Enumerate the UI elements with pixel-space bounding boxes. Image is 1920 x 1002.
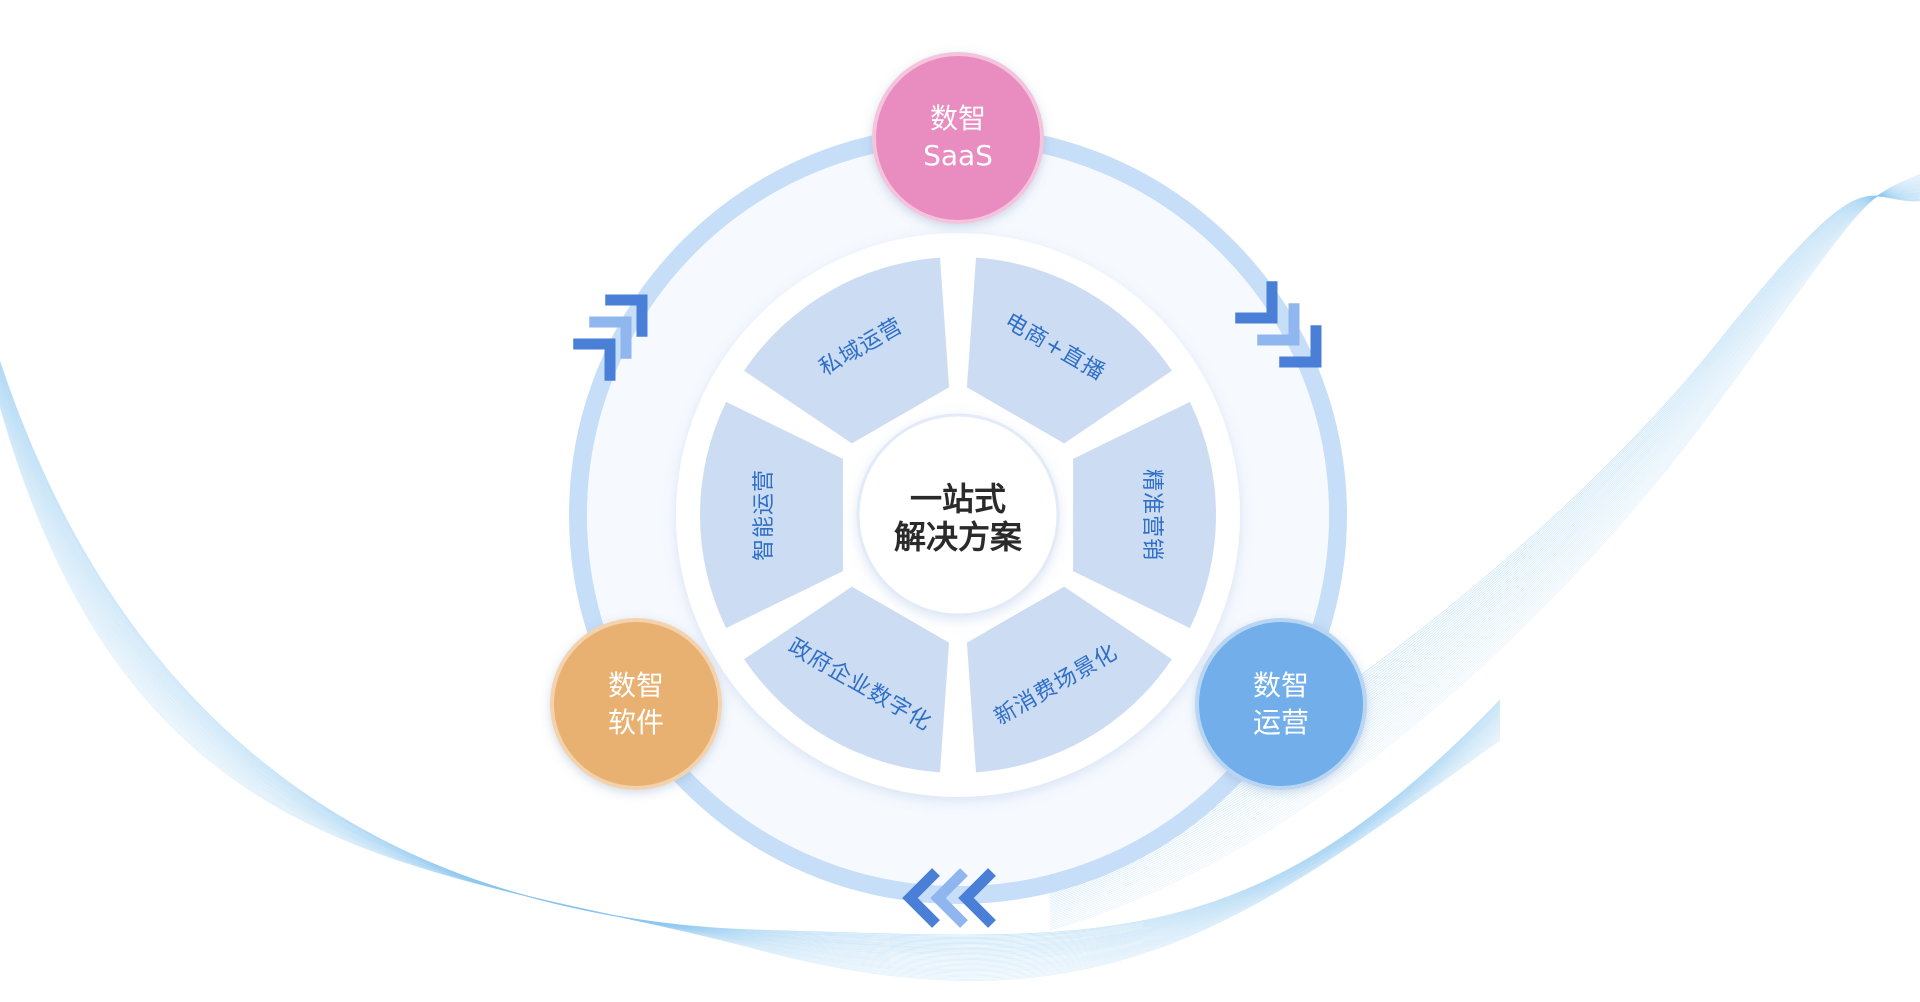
node-yunying-circle — [1195, 618, 1367, 790]
wave-line — [0, 369, 1501, 946]
wave-line — [0, 399, 1501, 975]
segment-ring: 私域运营电商+直播精准营销新消费场景化政府企业数字化智能运营 — [700, 257, 1216, 773]
wave-line — [0, 368, 1501, 944]
wave-line — [1049, 174, 1920, 929]
center-title-line1: 一站式 — [910, 480, 1006, 518]
node-saas[interactable]: 数智 SaaS — [872, 52, 1044, 224]
node-ruanjian-circle — [550, 618, 722, 790]
segment-6[interactable] — [700, 401, 843, 629]
wave-line — [0, 385, 1501, 962]
arrow-chevron-icon — [930, 868, 968, 928]
wave-line — [1049, 187, 1920, 900]
cycle-arrows — [573, 281, 1322, 928]
segment-5[interactable] — [744, 586, 950, 773]
arrow-chevron-icon — [902, 868, 940, 928]
segment-label-6: 智能运营 — [752, 469, 777, 561]
wave-line — [0, 400, 1501, 977]
wave-line — [0, 384, 1501, 960]
arrow-chevron-icon — [605, 294, 648, 337]
wave-line — [1049, 176, 1920, 926]
wave-line — [0, 360, 1501, 936]
wave-line — [0, 377, 1501, 953]
wave-line — [1049, 179, 1920, 918]
wave-line — [0, 387, 1501, 963]
wave-line — [0, 363, 1501, 940]
wave-line — [0, 365, 1501, 941]
wave-line — [0, 378, 1501, 954]
wave-line — [0, 371, 1501, 947]
wave-line — [0, 374, 1501, 951]
node-saas-line2: SaaS — [923, 139, 993, 172]
segment-2[interactable] — [966, 257, 1172, 444]
wave-line — [0, 382, 1501, 958]
wave-line — [1049, 183, 1920, 908]
wave-line — [0, 376, 1501, 952]
arrow-chevron-icon — [589, 316, 632, 359]
wave-line — [0, 373, 1501, 949]
arrow-chevron-icon — [1279, 325, 1322, 368]
wave-line — [0, 379, 1501, 956]
wave-line — [0, 367, 1501, 943]
segment-1[interactable] — [744, 257, 950, 444]
wave-line — [1049, 173, 1920, 931]
wave-line — [0, 391, 1501, 968]
background-waves — [0, 173, 1920, 981]
center-title-line2: 解决方案 — [894, 518, 1023, 556]
node-ruanjian-line2: 软件 — [608, 706, 664, 739]
wave-line — [1049, 189, 1920, 895]
wave-line — [0, 395, 1501, 972]
wave-line — [1049, 178, 1920, 921]
arrow-chevron-icon — [1235, 281, 1278, 324]
center-circle — [856, 413, 1060, 617]
wave-line — [1049, 177, 1920, 923]
wave-line — [1049, 175, 1920, 928]
node-ruanjian[interactable]: 数智 软件 — [550, 618, 722, 790]
wave-line — [1049, 189, 1920, 897]
node-yunying-line1: 数智 — [1253, 669, 1309, 702]
wave-line — [0, 362, 1501, 938]
arrow-chevron-icon — [958, 868, 996, 928]
wave-line — [1049, 188, 1920, 898]
wave-line — [1049, 180, 1920, 916]
arrow-chevron-icon — [1257, 303, 1300, 346]
wave-line — [1049, 182, 1920, 911]
segment-label-3: 精准营销 — [1139, 469, 1164, 561]
wave-line — [0, 401, 1501, 978]
wave-line — [0, 383, 1501, 959]
wave-line — [0, 361, 1501, 937]
wave-line — [1049, 184, 1920, 907]
wave-line — [1049, 185, 1920, 905]
wave-line — [1049, 181, 1920, 913]
wave-line — [1049, 190, 1920, 894]
node-yunying[interactable]: 数智 运营 — [1195, 618, 1367, 790]
wave-line — [1049, 186, 1920, 903]
segment-4[interactable] — [966, 586, 1172, 773]
wave-line — [0, 380, 1501, 957]
arrow-chevron-icon — [573, 338, 616, 381]
wave-line — [1049, 183, 1920, 910]
wave-line — [0, 393, 1501, 969]
wave-line — [0, 388, 1501, 964]
wave-line — [0, 394, 1501, 970]
wave-line — [0, 398, 1501, 974]
node-saas-line1: 数智 — [930, 102, 986, 135]
node-saas-circle — [872, 52, 1044, 224]
wave-line — [0, 402, 1501, 979]
wave-line — [0, 366, 1501, 942]
wave-line — [1049, 178, 1920, 919]
wave-line — [1049, 186, 1920, 902]
segment-3[interactable] — [1073, 401, 1216, 629]
wave-line — [0, 389, 1501, 965]
node-ruanjian-line1: 数智 — [608, 669, 664, 702]
wave-line — [0, 372, 1501, 948]
wave-line — [1049, 181, 1920, 915]
wave-line — [0, 405, 1501, 981]
wave-line — [0, 390, 1501, 967]
wave-line — [1049, 176, 1920, 924]
wave-line — [0, 396, 1501, 973]
wave-line — [0, 404, 1501, 980]
node-yunying-line2: 运营 — [1253, 706, 1309, 739]
